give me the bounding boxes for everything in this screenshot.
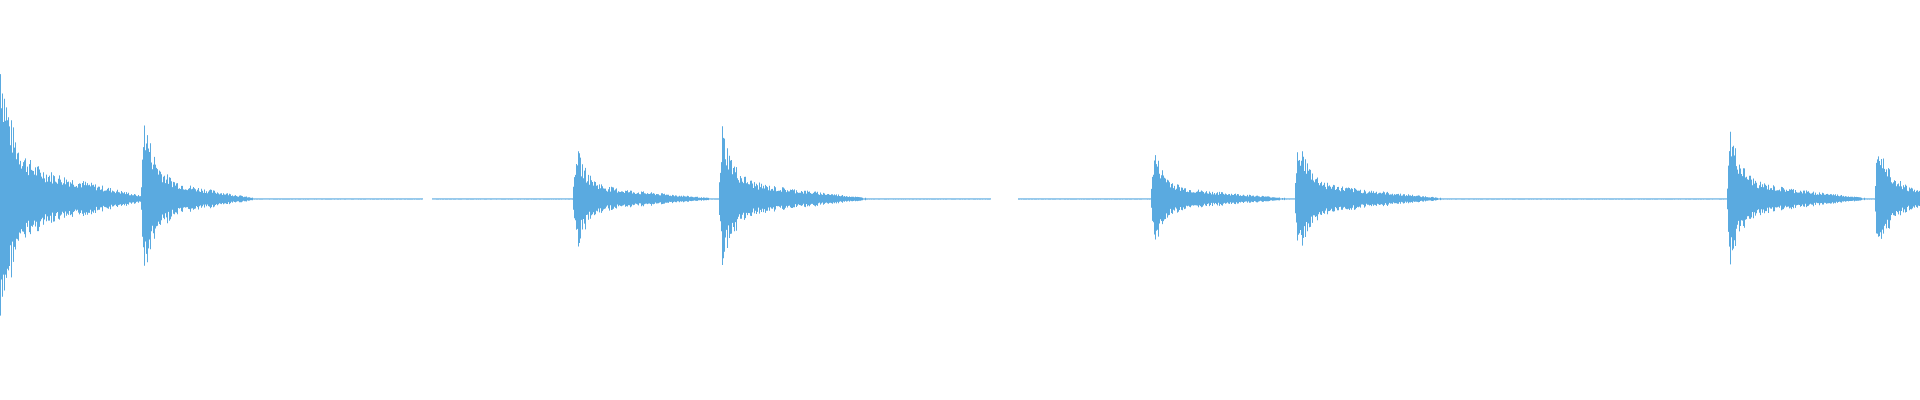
waveform-samples: [0, 74, 1920, 316]
